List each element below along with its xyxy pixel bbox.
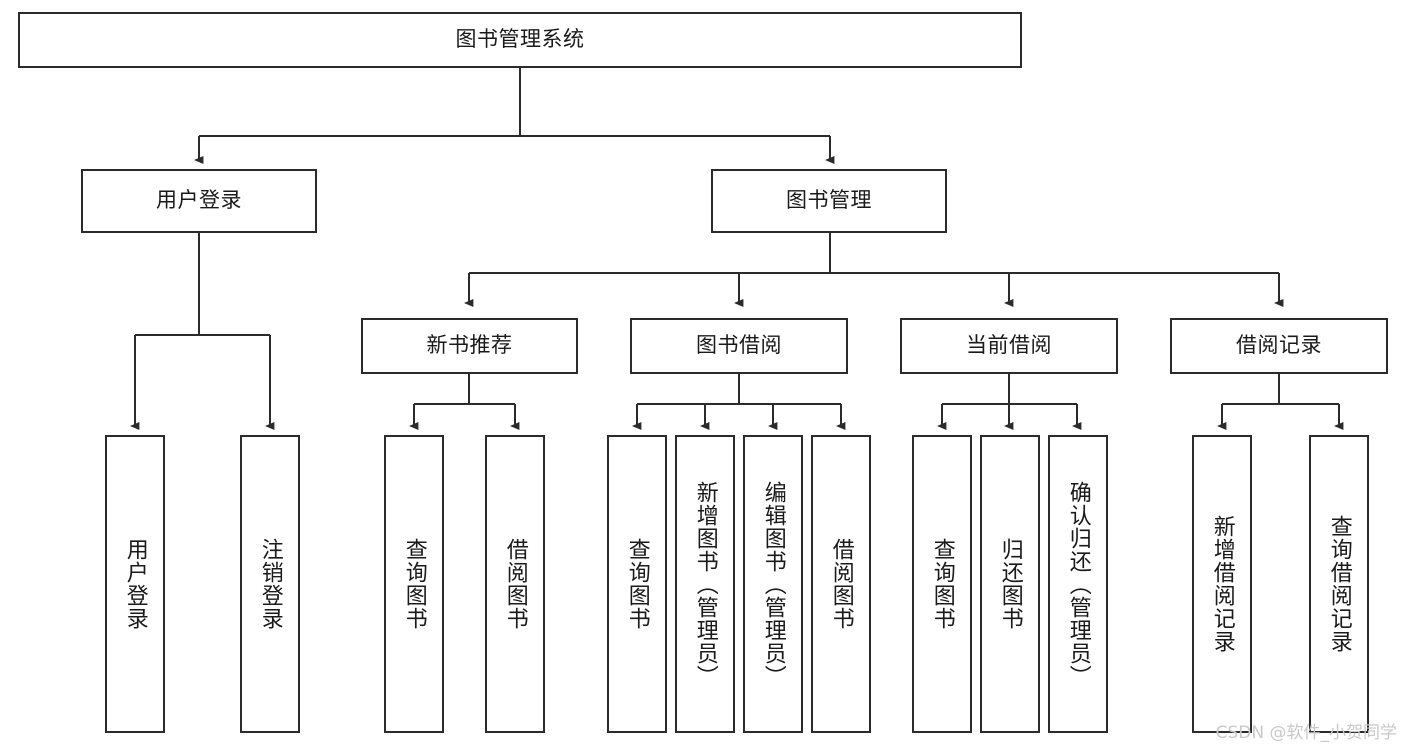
leaf-user-login-login[interactable]: 用户登录 <box>105 435 165 733</box>
node-label: 注销登录 <box>257 538 283 630</box>
node-label: 查询图书 <box>401 538 427 630</box>
leaf-user-login-logout[interactable]: 注销登录 <box>240 435 300 733</box>
leaf-book-borrow-edit-book-admin[interactable]: 编辑图书（管理员） <box>743 435 803 733</box>
node-label: 新书推荐 <box>426 333 513 358</box>
leaf-borrow-record-add-record[interactable]: 新增借阅记录 <box>1192 435 1252 733</box>
leaf-new-book-borrow-book[interactable]: 借阅图书 <box>485 435 545 733</box>
node-label: 图书管理 <box>786 188 872 213</box>
node-label: 用户登录 <box>122 538 148 630</box>
node-new-book-recommend[interactable]: 新书推荐 <box>361 318 578 374</box>
node-label: 当前借阅 <box>966 333 1052 358</box>
node-label: 借阅图书 <box>828 538 854 630</box>
node-book-borrow[interactable]: 图书借阅 <box>630 318 848 374</box>
node-label: 用户登录 <box>156 188 242 213</box>
node-label: 借阅记录 <box>1236 333 1322 358</box>
leaf-book-borrow-query-book[interactable]: 查询图书 <box>607 435 667 733</box>
node-label: 新增图书（管理员） <box>692 480 718 688</box>
node-label: 查询图书 <box>929 538 955 630</box>
leaf-new-book-query-book[interactable]: 查询图书 <box>384 435 444 733</box>
leaf-book-borrow-borrow-book[interactable]: 借阅图书 <box>811 435 871 733</box>
node-label: 归还图书 <box>997 538 1023 630</box>
node-label: 编辑图书（管理员） <box>760 480 786 688</box>
node-book-management[interactable]: 图书管理 <box>711 169 947 233</box>
node-borrow-record[interactable]: 借阅记录 <box>1170 318 1388 374</box>
leaf-current-borrow-return-book[interactable]: 归还图书 <box>980 435 1040 733</box>
node-label: 新增借阅记录 <box>1209 515 1235 653</box>
node-user-login[interactable]: 用户登录 <box>81 169 317 233</box>
node-root-book-management-system[interactable]: 图书管理系统 <box>18 12 1022 68</box>
node-label: 图书管理系统 <box>455 27 585 52</box>
csdn-watermark: CSDN @软件_小贺同学 <box>1215 723 1397 743</box>
node-label: 查询图书 <box>624 538 650 630</box>
leaf-borrow-record-query-record[interactable]: 查询借阅记录 <box>1309 435 1369 733</box>
leaf-current-borrow-query-book[interactable]: 查询图书 <box>912 435 972 733</box>
node-label: 确认归还（管理员） <box>1065 480 1091 688</box>
node-label: 借阅图书 <box>502 538 528 630</box>
leaf-current-borrow-confirm-return-admin[interactable]: 确认归还（管理员） <box>1048 435 1108 733</box>
node-current-borrow[interactable]: 当前借阅 <box>900 318 1118 374</box>
leaf-book-borrow-add-book-admin[interactable]: 新增图书（管理员） <box>675 435 735 733</box>
node-label: 图书借阅 <box>696 333 782 358</box>
node-label: 查询借阅记录 <box>1326 515 1352 653</box>
